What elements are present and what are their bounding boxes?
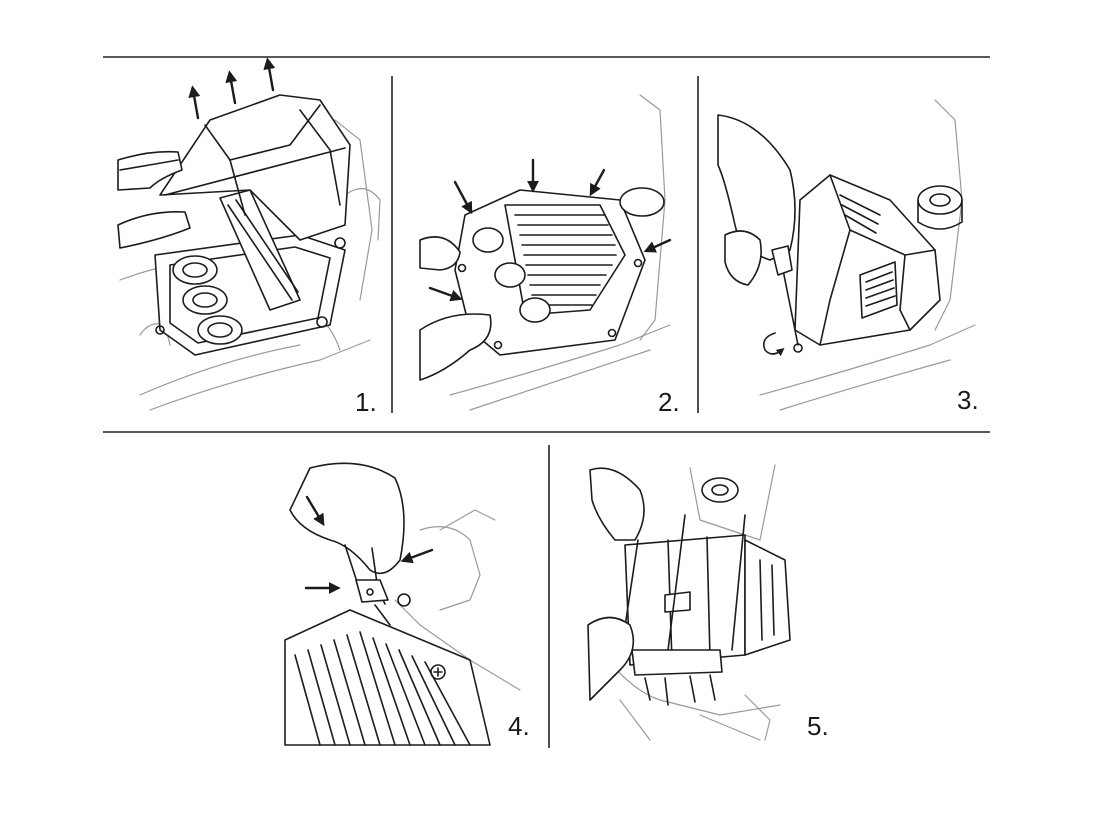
step-2-label: 2. [658, 387, 680, 417]
panel-2-illustration [419, 94, 672, 411]
panel-3-illustration [619, 99, 976, 411]
step-5-label: 5. [807, 711, 829, 741]
panel-5-illustration [587, 464, 791, 741]
step-4-label: 4. [508, 711, 530, 741]
step-3-label: 3. [957, 385, 979, 415]
panel-1-illustration [117, 57, 381, 411]
step-1-label: 1. [355, 387, 377, 417]
panel-4-illustration [284, 462, 521, 746]
